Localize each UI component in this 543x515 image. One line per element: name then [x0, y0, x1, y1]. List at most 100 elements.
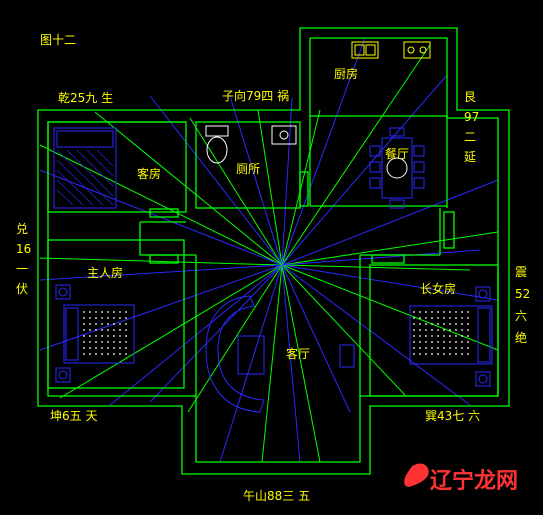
ray-line: [281, 97, 293, 266]
bed-dot: [89, 311, 91, 313]
room-daughter: 长女房: [420, 281, 456, 296]
bed-dot: [95, 317, 97, 319]
bed-dot: [83, 335, 85, 337]
svg-text:52: 52: [515, 287, 530, 301]
ray-line: [281, 264, 301, 463]
bed-dot: [101, 329, 103, 331]
bed-dot: [119, 335, 121, 337]
bed-dot: [443, 347, 445, 349]
bed-dot: [101, 317, 103, 319]
ray-line: [281, 264, 351, 413]
guest-bed: [53, 127, 117, 209]
bed-dot: [89, 335, 91, 337]
bed-dot: [125, 323, 127, 325]
bed-dot: [437, 323, 439, 325]
bed-dot: [83, 329, 85, 331]
bed-dot: [113, 329, 115, 331]
ray-line: [257, 109, 283, 266]
bed-dot: [113, 347, 115, 349]
toilet-fixture: [205, 125, 229, 137]
ray-line: [281, 264, 321, 463]
bed-dot: [431, 323, 433, 325]
bed-dot: [431, 347, 433, 349]
bed-dot: [467, 311, 469, 313]
bed-dot: [419, 317, 421, 319]
bed-dot: [419, 335, 421, 337]
bed-dot: [467, 317, 469, 319]
bed-dot: [455, 317, 457, 319]
bed-dot: [437, 341, 439, 343]
bed-dot: [461, 317, 463, 319]
bed-dot: [431, 317, 433, 319]
bed-dot: [425, 335, 427, 337]
bed-dot: [107, 353, 109, 355]
walls: [37, 27, 510, 475]
bed-dot: [443, 323, 445, 325]
bed-dot: [107, 329, 109, 331]
ray-line: [281, 264, 499, 301]
direction-n: 子向79四 祸: [222, 88, 289, 103]
bed-dot: [119, 329, 121, 331]
room-guest: 客房: [137, 166, 161, 181]
bed-dot: [437, 335, 439, 337]
tv-cabinet: [339, 344, 355, 368]
bed-dot: [449, 335, 451, 337]
bed-dot: [437, 311, 439, 313]
bed-dot: [95, 323, 97, 325]
bed-dot: [449, 329, 451, 331]
ray-line: [219, 264, 283, 463]
ray-line: [94, 111, 283, 266]
bed-dot: [467, 323, 469, 325]
svg-text:一: 一: [16, 262, 28, 276]
bed-dot: [419, 347, 421, 349]
bed-dot: [449, 323, 451, 325]
outer-wall: [37, 27, 510, 475]
bed-dot: [437, 347, 439, 349]
bed-dot: [413, 311, 415, 313]
bed-dot: [467, 353, 469, 355]
ray-line: [149, 95, 283, 266]
bed-dot: [95, 347, 97, 349]
bed-dot: [449, 347, 451, 349]
direction-nw: 乾25九 生: [58, 91, 113, 105]
bed-dot: [83, 347, 85, 349]
bed-dot: [89, 323, 91, 325]
bed-dot: [107, 347, 109, 349]
bed-dot: [101, 347, 103, 349]
ray-line: [281, 37, 366, 266]
bed-dot: [425, 317, 427, 319]
bed-dot: [101, 323, 103, 325]
bed-dot: [455, 335, 457, 337]
svg-text:艮: 艮: [464, 90, 476, 104]
bed-dot: [83, 317, 85, 319]
bed-dot: [437, 329, 439, 331]
bed-dot: [125, 317, 127, 319]
bagua-rays: [39, 37, 499, 463]
bed-dot: [107, 335, 109, 337]
bed-dot: [413, 347, 415, 349]
bed-dot: [95, 311, 97, 313]
bed-dot: [431, 329, 433, 331]
ray-line: [149, 264, 283, 403]
ray-line: [261, 264, 283, 463]
bed-dot: [125, 335, 127, 337]
ray-line: [39, 257, 283, 266]
bed-dot: [425, 353, 427, 355]
direction-w: 兑 16 一 伏: [16, 222, 31, 296]
ray-line: [281, 109, 321, 266]
bed-dot: [461, 353, 463, 355]
bed-dot: [89, 347, 91, 349]
bed-dot: [125, 329, 127, 331]
bed-dot: [95, 341, 97, 343]
bed-dot: [443, 335, 445, 337]
ray-line: [281, 231, 499, 266]
bed-pattern: [83, 311, 469, 355]
bed-dot: [431, 341, 433, 343]
master-bed: [63, 304, 135, 364]
bed-dot: [119, 323, 121, 325]
bed-dot: [413, 323, 415, 325]
ray-line: [39, 264, 283, 351]
bed-dot: [119, 353, 121, 355]
bed-dot: [113, 335, 115, 337]
svg-text:六: 六: [515, 309, 527, 323]
